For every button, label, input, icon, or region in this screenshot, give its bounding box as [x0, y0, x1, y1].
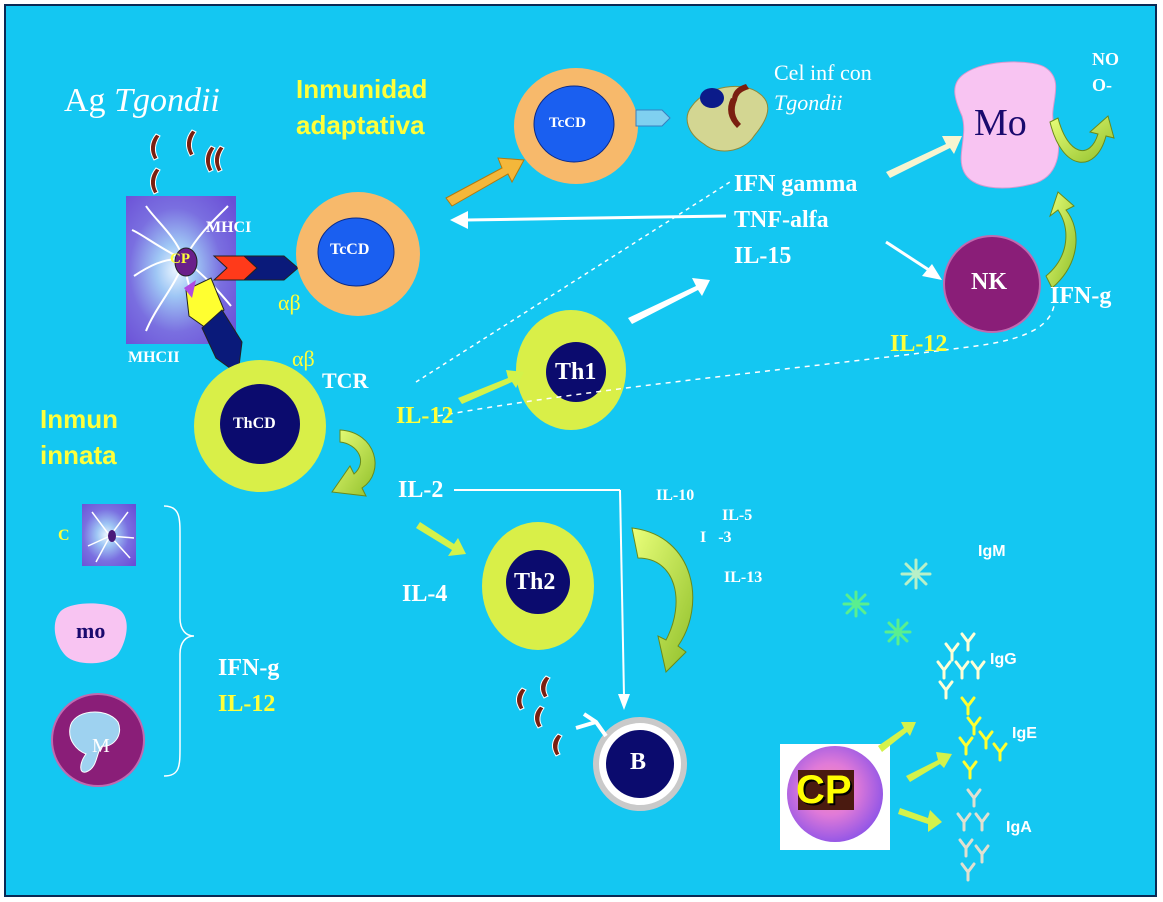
dashed-tcr-ifn [415, 181, 731, 383]
arrow-ifn-to-tcd [450, 211, 727, 229]
arrow-th1-cytokines [628, 278, 710, 324]
mo-label: Mo [974, 102, 1027, 144]
il13-label: IL-13 [724, 569, 763, 586]
tcr-label: TCR [322, 368, 369, 393]
mhc-purple-wedge [184, 280, 196, 298]
iga-molecules [956, 788, 990, 882]
b-cell-label: B [630, 749, 647, 775]
antigen-prefix: Ag [64, 82, 106, 119]
b-cell-receptor [575, 712, 608, 738]
innate-c-label: C [58, 527, 70, 544]
ab-label-mid: αβ [292, 346, 315, 371]
igm-label: IgM [978, 543, 1006, 560]
cp-label-bg [798, 770, 854, 810]
parasites-top-left [150, 129, 225, 195]
mhc1-chevron-navy [242, 255, 299, 281]
curve-thcd [331, 429, 376, 497]
nk-cell [943, 235, 1041, 333]
th2-label: Th2 [514, 569, 556, 595]
infected-cell [686, 85, 769, 152]
innate-title-2: innata [40, 440, 117, 470]
tcd-left-inner [317, 217, 395, 287]
arrow-ifn-to-mo [886, 136, 962, 178]
i3-label: I -3 [700, 529, 732, 546]
ige-label: IgE [1012, 725, 1037, 742]
mhc2-label: MHCII [128, 349, 180, 366]
parasites-near-b [516, 675, 563, 757]
th1-inner [546, 342, 606, 402]
arrow-to-tcd-top [445, 157, 525, 207]
curve-nk-to-mo [1045, 191, 1077, 289]
tcd-top-inner [533, 85, 615, 163]
tcd-top-connector [635, 109, 671, 127]
o-minus-label: O- [1092, 75, 1112, 95]
il5-label: IL-5 [722, 507, 753, 524]
arrow-tnf-to-nk [885, 240, 942, 280]
il12-th-label: IL-12 [396, 403, 454, 429]
th2-inner [506, 550, 570, 614]
innate-m-nucleus [69, 711, 120, 773]
infected-label-1: Cel inf con [774, 60, 872, 85]
adaptive-title-1: Inmunidad [296, 74, 428, 104]
innate-mo-label: mo [76, 618, 106, 643]
igg-molecules [936, 632, 986, 700]
mo-cell [954, 61, 1060, 189]
il10-label: IL-10 [656, 487, 695, 504]
no-label: NO [1092, 49, 1119, 69]
arrow-to-th2 [416, 522, 466, 556]
thcd-label: ThCD [233, 415, 276, 432]
infected-nucleus [700, 88, 724, 108]
curve-mo-to-no [1049, 115, 1115, 163]
tcd-left-label: TcCD [330, 241, 370, 258]
dashed-il12-curve [437, 305, 1055, 417]
antigen-label: Ag Tgondii [64, 84, 220, 118]
igg-label: IgG [990, 651, 1017, 668]
innate-title-1: Inmun [40, 404, 118, 434]
thcd-inner [220, 384, 300, 464]
il4-label: IL-4 [402, 581, 448, 607]
infected-parasite-1 [728, 98, 741, 128]
tcd-top-label: TcCD [549, 115, 586, 131]
mhc1-label: MHCI [206, 219, 252, 236]
il12-nk-label: IL-12 [890, 331, 948, 357]
innate-m-label: M [92, 735, 110, 757]
antibody-cp-label: CP [796, 768, 852, 812]
innate-il12-label: IL-12 [218, 691, 276, 717]
antigen-name: Tgondii [114, 82, 220, 119]
arrow-il12-to-th1 [458, 370, 524, 404]
infected-parasite-2 [732, 84, 749, 100]
slide: Ag Tgondii Inmunidad adaptativa Inmun in… [4, 4, 1157, 897]
tnf-alfa-label: TNF-alfa [734, 207, 829, 233]
ifn-gamma-label: IFN gamma [734, 171, 858, 197]
nk-label: NK [971, 269, 1007, 295]
diagram-graphics [51, 61, 1115, 882]
innate-brace [163, 505, 195, 777]
apc-nucleus [174, 247, 198, 277]
b-cell-inner [606, 730, 674, 798]
line-il2-to-b [454, 489, 630, 710]
adaptive-title-2: adaptativa [296, 110, 425, 140]
innate-c-nucleus [108, 530, 116, 542]
ige-molecules [958, 696, 1008, 780]
iga-label: IgA [1006, 819, 1032, 836]
curve-th2-to-b [631, 527, 694, 673]
mhc2-chevron-navy [201, 309, 243, 375]
il15-label: IL-15 [734, 243, 792, 269]
innate-ifn-g-label: IFN-g [218, 655, 280, 681]
igm-molecules [842, 558, 932, 646]
ifn-g-nk-label: IFN-g [1050, 283, 1112, 309]
il2-label: IL-2 [398, 477, 444, 503]
arrows-cp-to-ig [878, 722, 952, 832]
infected-label-2: Tgondii [774, 90, 843, 115]
ab-label-top: αβ [278, 290, 301, 315]
apc-cp-label: CP [170, 251, 190, 267]
innate-mo-cell [54, 603, 127, 664]
th1-label: Th1 [555, 359, 597, 385]
